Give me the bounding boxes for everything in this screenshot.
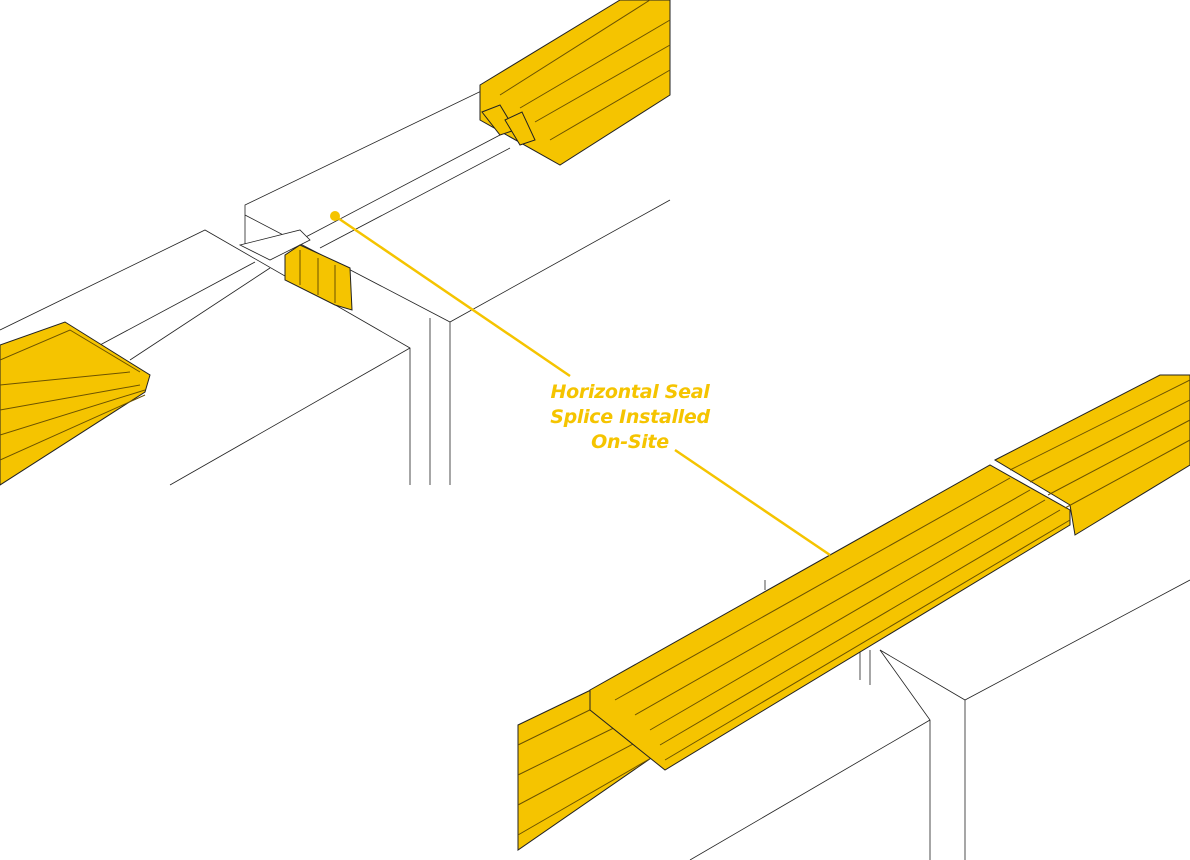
callout-leader — [330, 211, 831, 557]
seal-vertical-gap — [284, 244, 353, 311]
seal-top-right — [479, 0, 671, 166]
callout-line-2: Splice Installed — [550, 406, 710, 428]
seal-splice — [589, 464, 1071, 771]
block-bottom-right-left — [689, 580, 931, 860]
seal-top-left — [0, 321, 151, 486]
callout-label: Horizontal Seal Splice Installed On-Site — [520, 380, 740, 455]
callout-line-1: Horizontal Seal — [550, 381, 710, 403]
block-bottom-right-right — [859, 579, 1190, 860]
callout-line-3: On-Site — [591, 431, 669, 453]
seal-bottom-right — [993, 374, 1190, 536]
